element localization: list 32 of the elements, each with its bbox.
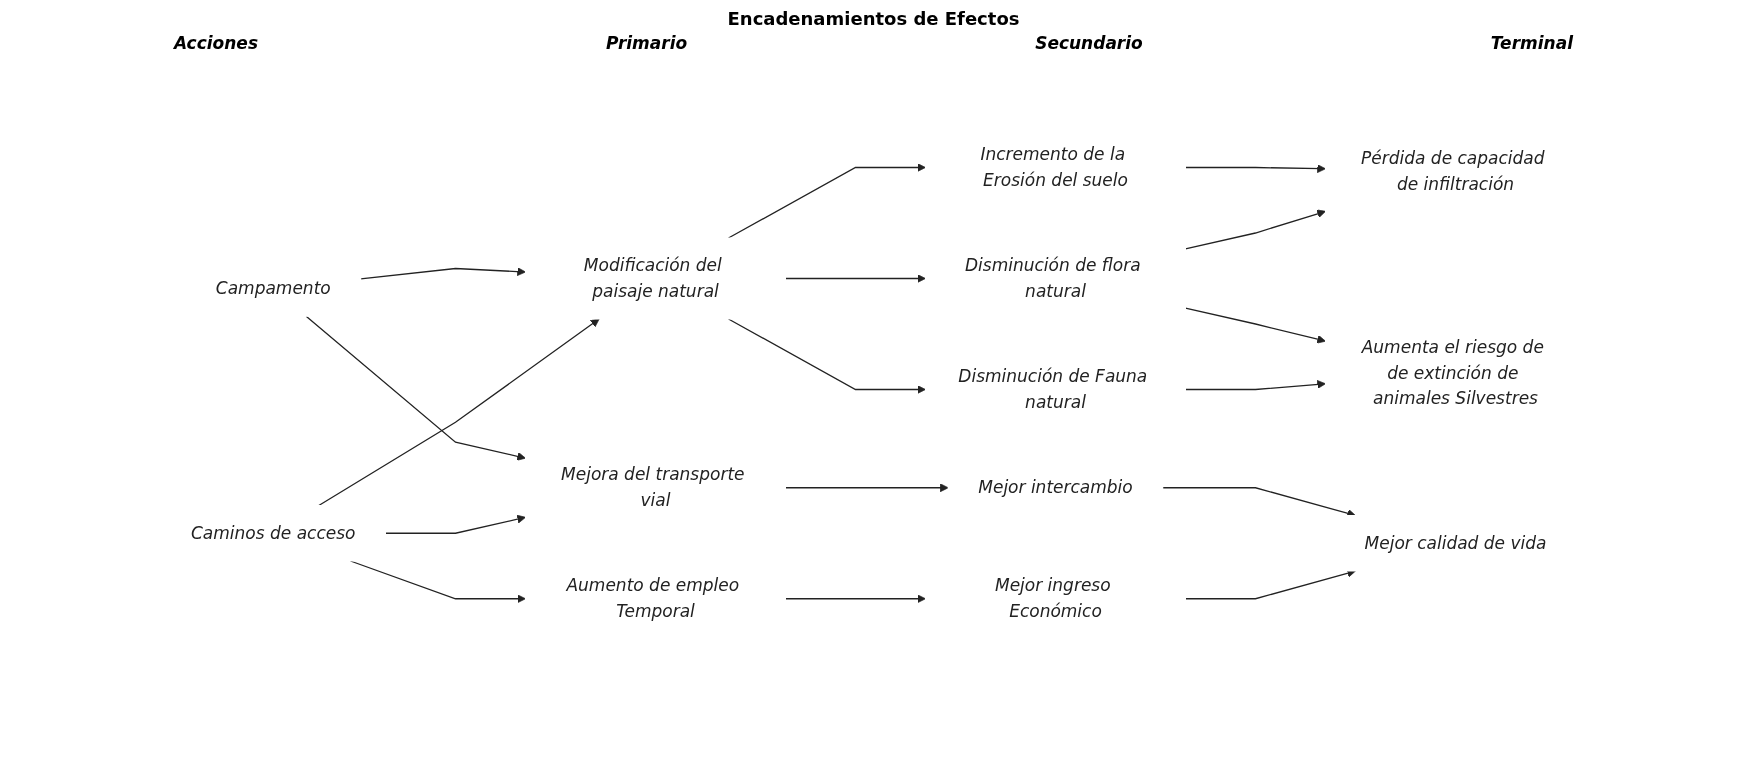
arrow <box>785 483 949 493</box>
node-text: Mejor ingreso Económico <box>995 575 1111 621</box>
diagram-title: Encadenamientos de Efectos <box>726 8 1021 29</box>
arrow <box>1185 307 1327 344</box>
node-text: Disminución de flora natural <box>965 254 1141 301</box>
node-text: Modificación del paisaje natural <box>584 254 723 301</box>
arrow <box>785 594 927 604</box>
arrow <box>728 163 927 239</box>
node-text: Disminución de Fauna natural <box>958 365 1148 412</box>
node-text: Pérdida de capacidad de infiltración <box>1361 147 1545 193</box>
node-text: Incremento de la Erosión del suelo <box>980 143 1129 190</box>
arrow <box>305 315 527 461</box>
node-text: Mejor calidad de vida <box>1364 532 1547 553</box>
node-text: Aumento de empleo Temporal <box>566 575 740 621</box>
node-text: Campamento <box>216 277 331 298</box>
arrow <box>360 267 527 280</box>
column-heading: Secundario <box>1035 33 1143 53</box>
column-heading: Acciones <box>173 33 258 53</box>
column-heading: Primario <box>605 33 688 53</box>
node-text: Caminos de acceso <box>191 522 356 543</box>
arrow <box>1185 164 1327 173</box>
arrow <box>1185 379 1327 391</box>
node-text: Mejora del transporte vial <box>561 464 745 510</box>
arrow <box>785 274 927 283</box>
node-text: Aumenta el riesgo de de extinción de animales Silvestres <box>1361 336 1545 408</box>
arrow <box>385 514 527 534</box>
node-text: Mejor intercambio <box>978 476 1133 497</box>
arrow <box>318 318 600 507</box>
arrow <box>350 560 527 604</box>
column-heading: Terminal <box>1490 33 1573 53</box>
arrow <box>728 318 927 394</box>
arrow <box>1185 209 1327 250</box>
